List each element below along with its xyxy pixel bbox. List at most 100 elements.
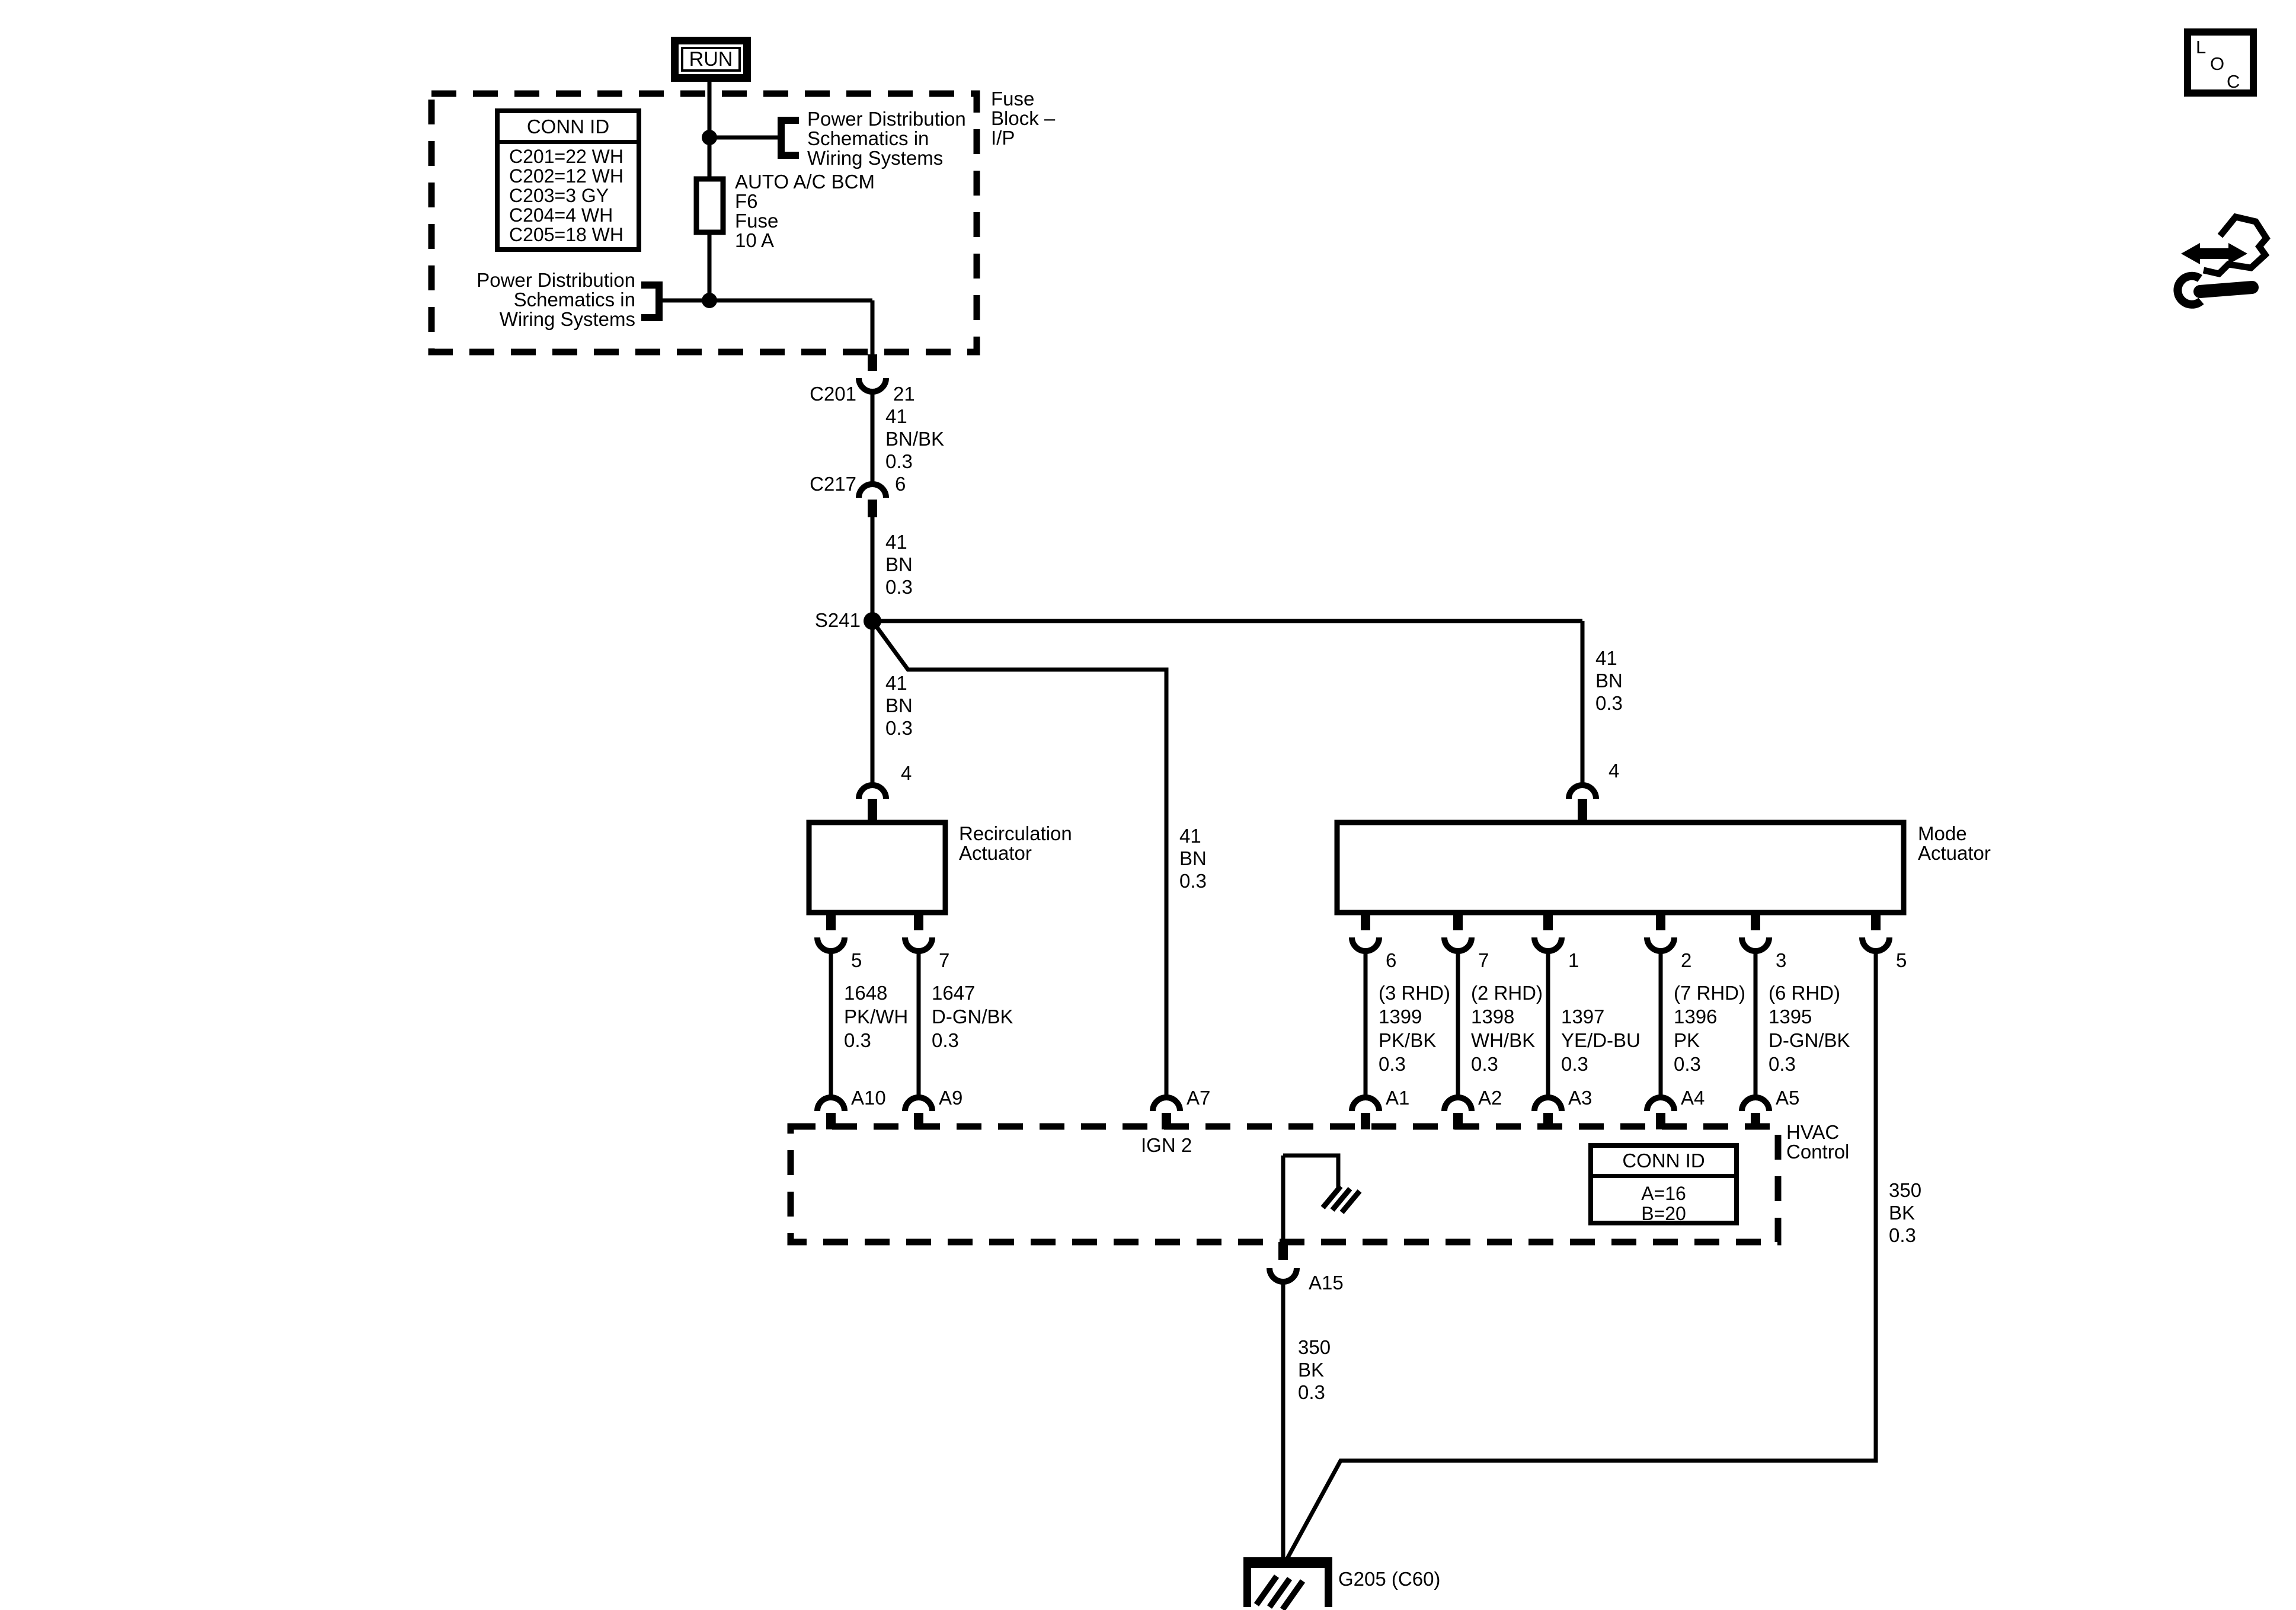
wire-s241-to-a7 [871, 619, 1169, 1099]
recirc-pin7-label: 7 [939, 949, 950, 971]
ground-g205-label: G205 (C60) [1338, 1568, 1441, 1590]
wire-label-350-a15: 350 BK 0.3 [1298, 1336, 1331, 1403]
loc-letter-l: L [2196, 37, 2207, 57]
wire-label-1647: 1647 D-GN/BK 0.3 [932, 982, 1013, 1051]
wire-label-1399: (3 RHD) 1399 PK/BK 0.3 [1379, 982, 1450, 1075]
wire-label-41-bn-a7: 41 BN 0.3 [1179, 825, 1207, 892]
run-switch-label: RUN [681, 47, 741, 72]
connector-c201-pin: 21 [893, 383, 915, 405]
stub-mode-pin4 [1578, 799, 1587, 824]
conn-id-row: A=16 [1641, 1183, 1686, 1204]
connector-a3-arc [1531, 1094, 1565, 1112]
bracket-power-dist-bottom [641, 281, 663, 321]
hvac-pin-a9-label: A9 [939, 1087, 963, 1109]
mode-pin3-label: 3 [1776, 949, 1787, 971]
connector-a1-arc [1349, 1094, 1382, 1112]
connector-mode-pin2-arc [1644, 937, 1677, 954]
stub-hvac-a1 [1361, 1113, 1370, 1129]
stub-hvac-a15 [1278, 1242, 1288, 1260]
recirc-actuator-name: Recirculation Actuator [959, 822, 1072, 864]
loc-icon[interactable]: L O C [2184, 28, 2257, 97]
mode-pin7-label: 7 [1478, 949, 1489, 971]
connector-recirc-pin5-arc [814, 937, 848, 954]
loc-letter-o: O [2210, 53, 2225, 74]
connector-c201-label: C201 [810, 383, 856, 405]
mode-actuator-name: Mode Actuator [1918, 822, 1991, 864]
conn-id-row: B=20 [1641, 1203, 1686, 1224]
conn-id-row: C203=3 GY [509, 185, 609, 206]
hvac-ign2-label: IGN 2 [1141, 1134, 1192, 1156]
stub-hvac-a10 [826, 1113, 836, 1129]
stub-recirc-pin7 [914, 913, 923, 930]
stub-mode-pin1 [1543, 913, 1553, 930]
fuse-block-dashed-outline [428, 90, 980, 356]
run-switch-box: RUN [671, 37, 751, 82]
stub-mode-pin6 [1361, 913, 1370, 930]
fuse-block-name: Fuse Block – I/P [991, 88, 1056, 149]
power-dist-ref-bottom: Power Distribution Schematics in Wiring … [477, 269, 635, 330]
stub-mode-pin3 [1751, 913, 1760, 930]
loc-letter-c: C [2227, 71, 2240, 92]
stub-c201 [868, 354, 877, 371]
junction-dots [702, 130, 881, 630]
wire-label-41-bnbk: 41 BN/BK 0.3 [885, 405, 945, 472]
wire-350-right [1285, 951, 1878, 1560]
hvac-pin-a7-label: A7 [1187, 1087, 1211, 1109]
conn-id-header-1: CONN ID [500, 113, 637, 144]
stub-mode-pin5 [1871, 913, 1881, 930]
stub-hvac-a9 [914, 1113, 923, 1129]
conn-id-header-2: CONN ID [1593, 1148, 1734, 1178]
mode-pin4-label: 4 [1609, 760, 1620, 782]
stub-recirc-pin4 [868, 799, 877, 824]
service-info-icon[interactable] [2173, 213, 2271, 309]
recirc-pin4-label: 4 [901, 762, 912, 784]
connector-arcs [814, 377, 1892, 1285]
wire-label-41-bn-1: 41 BN 0.3 [885, 531, 913, 598]
wire-label-350-right: 350 BK 0.3 [1889, 1179, 1922, 1246]
connector-c217-arc [856, 481, 889, 498]
hvac-pin-a15-label: A15 [1309, 1272, 1344, 1294]
wire-label-41-bn-recirc: 41 BN 0.3 [885, 672, 913, 739]
junction-dot-top [702, 130, 717, 145]
fuse-f6-label: AUTO A/C BCM F6 Fuse 10 A [735, 171, 875, 251]
connector-mode-pin3-arc [1739, 937, 1772, 954]
stub-hvac-a4 [1656, 1113, 1665, 1129]
connector-a2-arc [1441, 1094, 1475, 1112]
stub-recirc-pin5 [826, 913, 836, 930]
connector-mode-pin1-arc [1531, 937, 1565, 954]
fuse-block-conn-id-table: CONN ID C201=22 WH C202=12 WH C203=3 GY … [495, 108, 641, 252]
fuse-f6-symbol [693, 176, 726, 235]
mode-pin5-label: 5 [1896, 949, 1907, 971]
stub-hvac-a2 [1453, 1113, 1463, 1129]
conn-id-row: C204=4 WH [509, 204, 613, 226]
mode-actuator-box [1334, 820, 1907, 916]
connector-mode-pin4-arc [1566, 782, 1599, 799]
connector-stubs [826, 354, 1881, 1260]
wire-label-1396: (7 RHD) 1396 PK 0.3 [1674, 982, 1745, 1075]
splice-s241-label: S241 [814, 609, 861, 631]
connector-c201-arc [856, 377, 889, 395]
wires [659, 82, 1878, 1561]
wire-hvac-internal-ground [1281, 1153, 1341, 1244]
conn-id-row: C205=18 WH [509, 224, 623, 245]
connector-recirc-pin7-arc [902, 937, 935, 954]
power-dist-ref-top: Power Distribution Schematics in Wiring … [807, 108, 966, 169]
hvac-pin-a1-label: A1 [1386, 1087, 1410, 1109]
hvac-pin-a2-label: A2 [1478, 1087, 1502, 1109]
stub-mode-pin2 [1656, 913, 1665, 930]
hvac-internal-ground-icon [1320, 1185, 1362, 1214]
recirculation-actuator-box [806, 820, 948, 916]
stub-c217 [868, 500, 877, 517]
connector-mode-pin7-arc [1441, 937, 1475, 954]
hvac-pin-a5-label: A5 [1776, 1087, 1800, 1109]
conn-id-row: C202=12 WH [509, 165, 623, 187]
stub-hvac-a7 [1162, 1113, 1171, 1129]
hvac-pin-a4-label: A4 [1681, 1087, 1705, 1109]
wire-label-1397: 1397 YE/D-BU 0.3 [1561, 1006, 1641, 1075]
hvac-pin-a3-label: A3 [1568, 1087, 1593, 1109]
junction-dot-bottom [702, 293, 717, 308]
connector-a5-arc [1739, 1094, 1772, 1112]
connector-a15-arc [1267, 1267, 1300, 1285]
